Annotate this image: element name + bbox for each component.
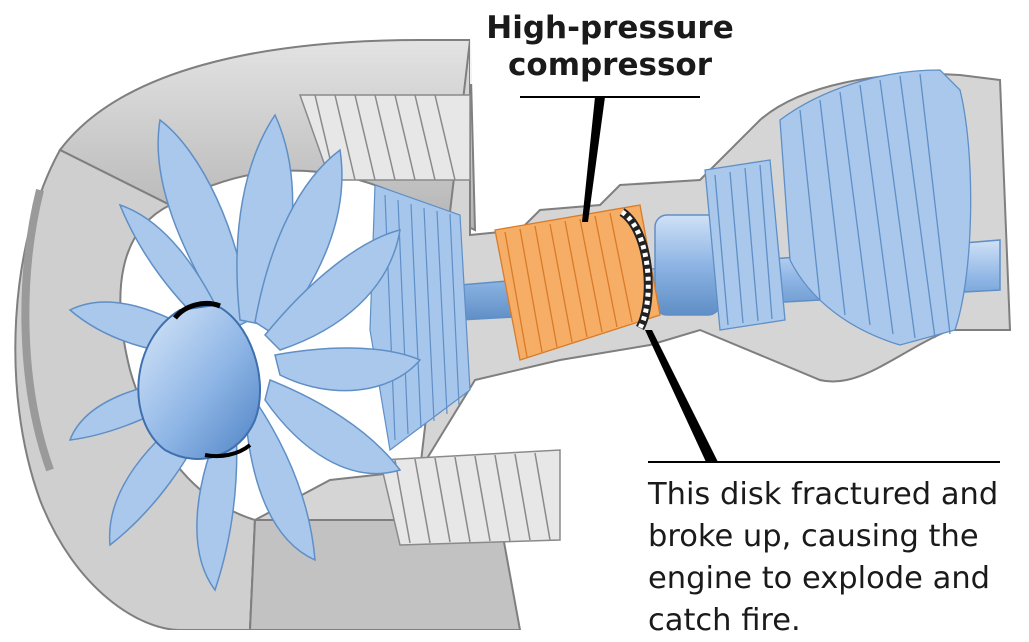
disk-note-line-3: engine to explode and <box>648 561 991 596</box>
compressor-label-line-1: High-pressure <box>486 10 734 46</box>
disk-note-line-2: broke up, causing the <box>648 519 979 554</box>
high-pressure-compressor <box>494 204 661 361</box>
fractured-disk <box>619 208 653 331</box>
compressor-label: High-pressure compressor <box>470 10 750 84</box>
disk-note-line-1: This disk fractured and <box>648 477 999 512</box>
compressor-leader-line <box>582 97 605 222</box>
spinner-cone <box>137 301 262 460</box>
disk-leader-line <box>645 330 718 462</box>
leader-lines <box>520 96 1000 463</box>
disk-fracture-note: This disk fractured and broke up, causin… <box>648 474 1026 642</box>
bypass-stator-vanes <box>298 94 561 546</box>
compressor-label-line-2: compressor <box>508 47 712 83</box>
disk-note-line-4: catch fire. <box>648 603 801 638</box>
turbine-section <box>704 69 972 346</box>
